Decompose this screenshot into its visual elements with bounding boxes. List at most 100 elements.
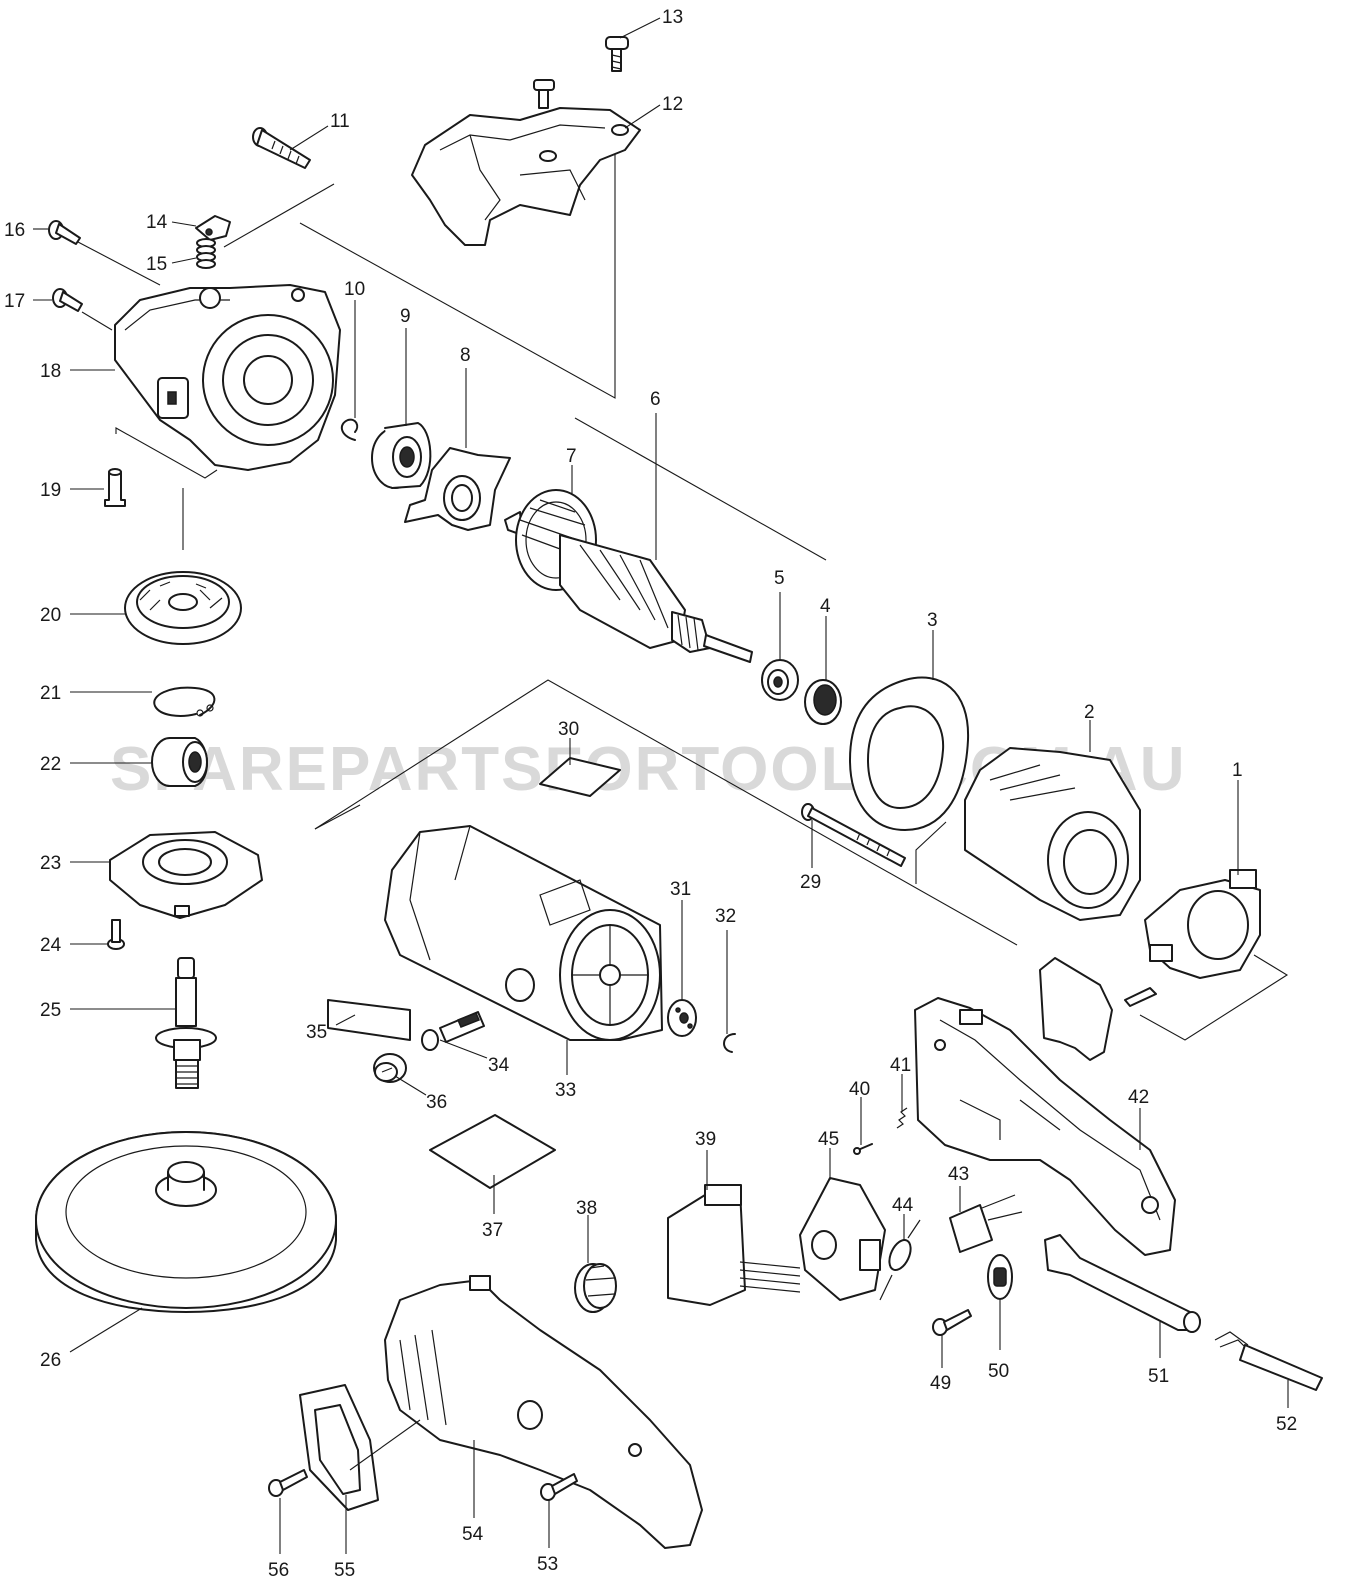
part-16-screw bbox=[48, 220, 81, 245]
part-44-noise-suppressor bbox=[879, 1219, 921, 1301]
callout-16: 16 bbox=[4, 220, 25, 241]
part-51-cord-guard bbox=[1044, 1234, 1201, 1333]
assembly-guide-lines bbox=[115, 128, 1289, 1041]
part-50-strain-relief bbox=[987, 1254, 1013, 1300]
callout-49: 49 bbox=[930, 1373, 951, 1394]
callout-15: 15 bbox=[146, 254, 167, 275]
part-14-lock bbox=[195, 215, 231, 241]
callout-34: 34 bbox=[488, 1055, 510, 1076]
callout-43: 43 bbox=[948, 1164, 969, 1185]
part-53-screw bbox=[540, 1473, 578, 1501]
part-5-bearing bbox=[761, 659, 799, 701]
part-3-insulation-ring bbox=[849, 676, 970, 831]
part-24-screw bbox=[107, 919, 125, 950]
callout-13: 13 bbox=[662, 7, 683, 28]
callout-29: 29 bbox=[800, 872, 821, 893]
part-56-screw bbox=[268, 1469, 308, 1497]
callout-56: 56 bbox=[268, 1560, 289, 1581]
callout-20: 20 bbox=[40, 605, 61, 626]
callout-5: 5 bbox=[774, 568, 785, 589]
part-23-bearing-box bbox=[109, 831, 263, 919]
part-35-label bbox=[327, 999, 411, 1041]
callout-54: 54 bbox=[462, 1524, 484, 1545]
part-31-ring bbox=[667, 999, 697, 1037]
callout-40: 40 bbox=[849, 1079, 870, 1100]
callout-30: 30 bbox=[558, 719, 579, 740]
part-43-capacitor bbox=[949, 1194, 1023, 1253]
callout-33: 33 bbox=[555, 1080, 576, 1101]
part-brush-holder-plate bbox=[1039, 957, 1157, 1061]
callout-10: 10 bbox=[344, 279, 365, 300]
callout-53: 53 bbox=[537, 1554, 558, 1575]
part-12-housing-cover bbox=[411, 107, 641, 246]
part-15-spring bbox=[196, 238, 216, 269]
callout-19: 19 bbox=[40, 480, 61, 501]
part-18-gear-housing bbox=[114, 284, 341, 471]
part-42-handle-half bbox=[914, 997, 1176, 1256]
part-13-screw bbox=[605, 36, 629, 72]
part-20-bevel-gear bbox=[124, 571, 242, 645]
callout-41: 41 bbox=[890, 1055, 911, 1076]
part-49-screw bbox=[932, 1309, 972, 1336]
callout-52: 52 bbox=[1276, 1414, 1297, 1435]
callout-39: 39 bbox=[695, 1129, 716, 1150]
part-39-controller bbox=[667, 1184, 801, 1306]
part-2-field bbox=[964, 747, 1141, 921]
part-9-ball-bearing bbox=[371, 422, 432, 489]
callout-12: 12 bbox=[662, 94, 683, 115]
part-21-retaining-ring bbox=[153, 686, 216, 717]
part-33-motor-housing bbox=[384, 825, 663, 1041]
callout-18: 18 bbox=[40, 361, 61, 382]
part-38-dial bbox=[574, 1263, 617, 1313]
callout-37: 37 bbox=[482, 1220, 503, 1241]
callout-50: 50 bbox=[988, 1361, 1009, 1382]
callout-23: 23 bbox=[40, 853, 61, 874]
callout-22: 22 bbox=[40, 754, 61, 775]
part-29-long-screw bbox=[801, 803, 906, 867]
part-34-carbon-brush bbox=[421, 1011, 485, 1051]
callout-6: 6 bbox=[650, 389, 661, 410]
part-40-pin bbox=[853, 1143, 873, 1155]
callout-42: 42 bbox=[1128, 1087, 1149, 1108]
part-6-armature bbox=[504, 489, 753, 663]
callout-44: 44 bbox=[892, 1195, 914, 1216]
callout-25: 25 bbox=[40, 1000, 61, 1021]
callout-31: 31 bbox=[670, 879, 691, 900]
part-54-handle-half bbox=[384, 1275, 703, 1549]
callout-45: 45 bbox=[818, 1129, 839, 1150]
part-25-spindle bbox=[155, 957, 217, 1089]
callout-36: 36 bbox=[426, 1092, 447, 1113]
callout-26: 26 bbox=[40, 1350, 61, 1371]
callout-1: 1 bbox=[1232, 760, 1243, 781]
part-37-label bbox=[429, 1114, 556, 1189]
part-26-backing-pad bbox=[35, 1131, 337, 1313]
callout-17: 17 bbox=[4, 291, 25, 312]
part-screw-small bbox=[533, 79, 555, 109]
callouts: 13 12 11 14 15 16 17 18 19 10 9 8 bbox=[4, 7, 1297, 1581]
callout-2: 2 bbox=[1084, 702, 1095, 723]
callout-32: 32 bbox=[715, 906, 736, 927]
part-32-clip bbox=[723, 1033, 736, 1053]
callout-21: 21 bbox=[40, 683, 61, 704]
part-19-pin bbox=[104, 468, 126, 507]
part-55-cover bbox=[299, 1384, 379, 1511]
callout-51: 51 bbox=[1148, 1366, 1169, 1387]
part-17-screw bbox=[52, 288, 83, 312]
callout-9: 9 bbox=[400, 306, 411, 327]
part-4-rubber-ring bbox=[804, 679, 842, 725]
callout-55: 55 bbox=[334, 1560, 355, 1581]
callout-4: 4 bbox=[820, 596, 831, 617]
callout-14: 14 bbox=[146, 212, 168, 233]
callout-11: 11 bbox=[330, 111, 350, 132]
part-10-retaining-ring bbox=[340, 418, 359, 441]
part-1-brush-holder bbox=[1144, 869, 1261, 979]
callout-3: 3 bbox=[927, 610, 938, 631]
part-11-bolt bbox=[252, 127, 311, 169]
callout-24: 24 bbox=[40, 935, 62, 956]
part-30-label bbox=[539, 757, 621, 797]
part-45-switch bbox=[799, 1177, 886, 1301]
part-52-cord bbox=[1214, 1331, 1323, 1391]
callout-7: 7 bbox=[566, 446, 577, 467]
part-36-brush-cap bbox=[373, 1053, 407, 1083]
